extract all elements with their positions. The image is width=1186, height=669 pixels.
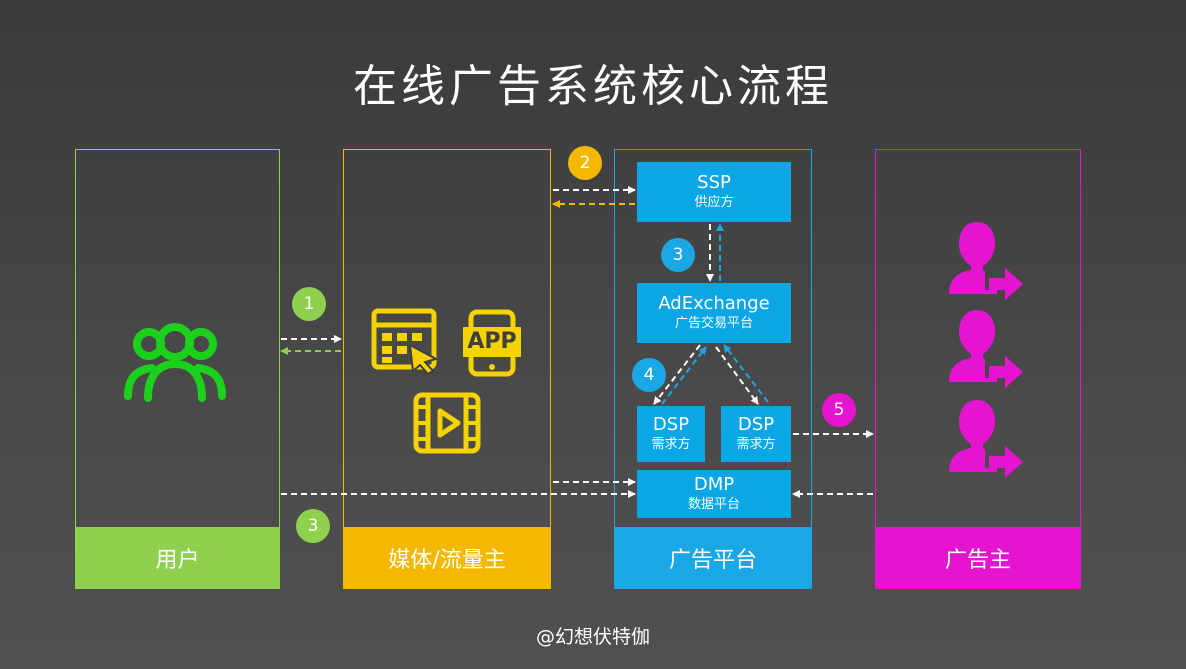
watermark: @幻想伏特伽 [535, 626, 650, 648]
ssp-title: SSP [697, 172, 731, 193]
users-group-icon [124, 323, 226, 402]
ssp-subtitle: 供应方 [694, 195, 734, 210]
step-badge-3-bottom: 3 [296, 509, 330, 543]
app-icon: APP [463, 309, 521, 377]
column-label-platform: 广告平台 [614, 527, 812, 589]
dsp-box-right: DSP 需求方 [721, 406, 791, 462]
column-label-media: 媒体/流量主 [343, 527, 551, 589]
column-platform: 广告平台 [614, 149, 812, 589]
arrow-dsp-right-to-adx [723, 344, 769, 403]
dsp-left-title: DSP [652, 414, 690, 435]
adexchange-title: AdExchange [658, 293, 770, 314]
adexchange-subtitle: 广告交易平台 [674, 316, 753, 331]
step-badge-3-platform: 3 [661, 238, 695, 272]
step-badge-5: 5 [822, 393, 856, 427]
app-icon-label: APP [467, 329, 517, 354]
column-advertiser: 广告主 [875, 149, 1081, 589]
dmp-title: DMP [693, 474, 735, 495]
arrow-dsp-left-to-adx [661, 346, 707, 405]
dsp-right-title: DSP [737, 414, 775, 435]
column-users: 用户 [75, 149, 280, 589]
dmp-subtitle: 数据平台 [687, 497, 740, 512]
video-play-icon [413, 392, 481, 454]
dsp-right-subtitle: 需求方 [736, 437, 776, 452]
arrow-adx-to-dsp-left [653, 344, 701, 405]
dmp-box: DMP 数据平台 [637, 470, 791, 518]
page-title: 在线广告系统核心流程 [353, 61, 833, 112]
advertiser-icon-3 [949, 400, 1023, 478]
column-label-users: 用户 [75, 527, 280, 589]
advertiser-icon-2 [949, 310, 1023, 388]
dsp-box-left: DSP 需求方 [637, 406, 705, 462]
arrow-adx-to-dsp-right [715, 346, 759, 405]
dsp-left-subtitle: 需求方 [651, 437, 691, 452]
step-badge-2: 2 [568, 146, 602, 180]
column-media: 媒体/流量主 [343, 149, 551, 589]
step-badge-1: 1 [292, 287, 326, 321]
step-badge-4: 4 [632, 358, 666, 392]
adexchange-box: AdExchange 广告交易平台 [637, 283, 791, 343]
ssp-box: SSP 供应方 [637, 162, 791, 222]
advertiser-icon-1 [949, 222, 1023, 300]
web-click-icon [371, 308, 439, 375]
column-label-advertiser: 广告主 [875, 527, 1081, 589]
